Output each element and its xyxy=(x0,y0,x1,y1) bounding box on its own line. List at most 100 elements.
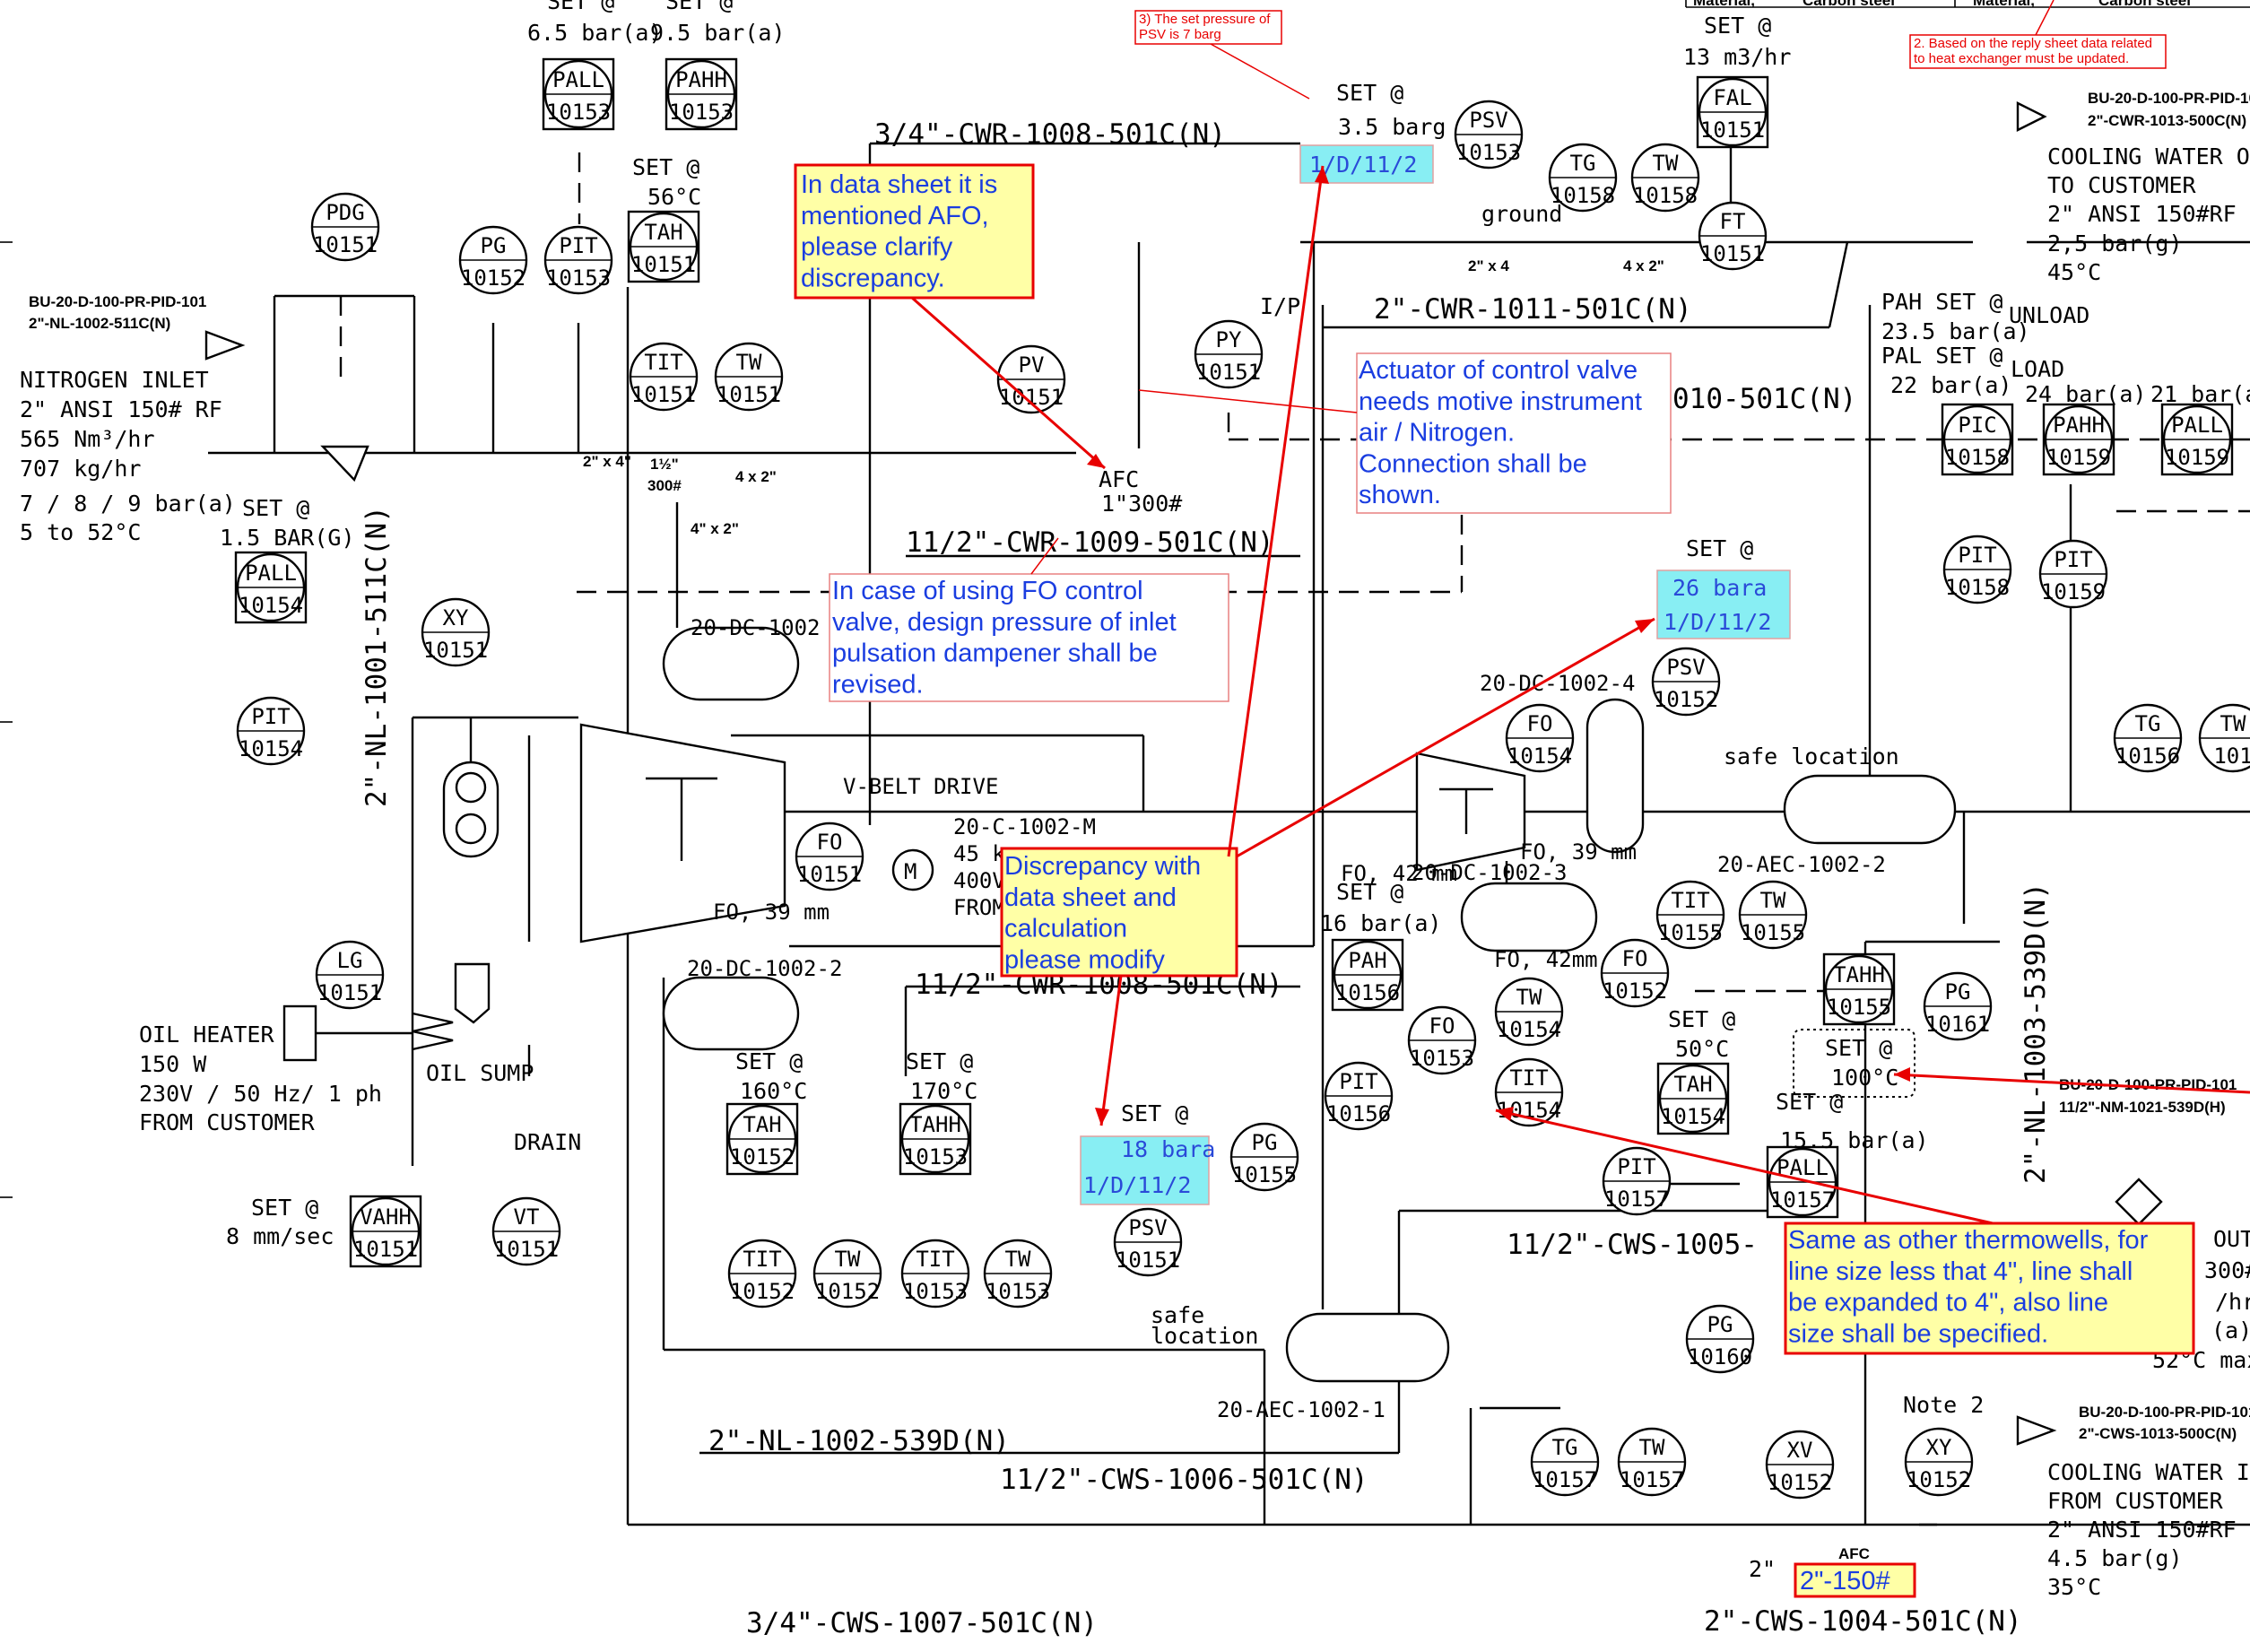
title-block-fragment: Material, Carbon steel Material, Carbon … xyxy=(1685,0,2250,9)
instrument-number: 10151 xyxy=(1116,1248,1180,1273)
instrument-code: PIT xyxy=(1339,1069,1377,1094)
instrument-number: 10153 xyxy=(1456,140,1521,165)
instrument-number: 10157 xyxy=(1604,1187,1669,1212)
review-markups: 3) The set pressure of PSV is 7 barg 2. … xyxy=(794,0,2250,1598)
heat-exchanger-1 xyxy=(1285,1312,1450,1383)
oil-pump xyxy=(442,761,500,858)
set-3-val: 56°C xyxy=(647,184,701,210)
nitrogen-line-ref: 2"-NL-1002-511C(N) xyxy=(29,315,170,332)
line-cws-1006: 11/2"-CWS-1006-501C(N) xyxy=(1000,1464,1368,1496)
instrument-code: VT xyxy=(514,1204,540,1230)
cwr-line-ref: 2"-CWR-1013-500C(N) xyxy=(2088,112,2246,129)
set-7: SET @ xyxy=(251,1195,318,1221)
instrument-code: TG xyxy=(1570,151,1596,176)
instrument-code: TW xyxy=(1516,985,1542,1010)
instrument-code: PAHH xyxy=(675,67,727,92)
instrument-number: 10153 xyxy=(903,1144,968,1169)
eq-motor-kw: 45 k xyxy=(953,841,1005,866)
instrument-number: 10158 xyxy=(1945,575,2010,600)
oil-sump-label: OIL SUMP xyxy=(426,1060,534,1086)
instrument-number: 10154 xyxy=(1497,1017,1561,1042)
set-4-val: 1.5 BAR(G) xyxy=(220,525,355,551)
instrument-number: 10151 xyxy=(494,1237,559,1262)
instrument-number: 10159 xyxy=(2046,445,2111,470)
instrument-code: PALL xyxy=(552,67,604,92)
instrument-number: 10159 xyxy=(2041,579,2106,604)
instrument-code: PAHH xyxy=(2053,413,2105,438)
instrument-number: 10153 xyxy=(1410,1046,1474,1071)
oil-heater-l3: 230V / 50 Hz/ 1 ph xyxy=(139,1081,382,1107)
line-cwr-1008: 3/4"-CWR-1008-501C(N) xyxy=(874,118,1226,151)
instrument-code: TW xyxy=(736,350,762,375)
instrument-number: 10151 xyxy=(631,382,696,407)
instrument-number: 10156 xyxy=(2115,743,2180,769)
line-cws-1005: 11/2"-CWS-1005- xyxy=(1507,1229,1758,1261)
cwout-l3: 2" ANSI 150#RF xyxy=(2047,201,2237,227)
set-5-val: 3.5 barg xyxy=(1338,114,1446,140)
instrument-code: PIT xyxy=(1958,543,1996,568)
inlet-l5: 7 / 8 / 9 bar(a) xyxy=(20,491,236,517)
eq-motor-v: 400V xyxy=(953,868,1005,893)
instrument-code: PSV xyxy=(1128,1215,1167,1240)
red-note-psv-l1: 3) The set pressure of xyxy=(1139,12,1271,27)
cws-line-ref: 2"-CWS-1013-500C(N) xyxy=(2079,1425,2237,1442)
instrument-code: PIT xyxy=(251,704,290,729)
instrument-code: PIT xyxy=(2054,547,2092,572)
instrument-code: FO xyxy=(817,830,843,855)
material-value-1: Carbon steel xyxy=(1803,0,1895,9)
instrument-code: FT xyxy=(1720,209,1746,234)
set-14-val: 15.5 bar(a) xyxy=(1780,1127,1929,1153)
material-value-2: Carbon steel xyxy=(2098,0,2191,9)
instrument-code: VAHH xyxy=(360,1204,412,1230)
instrument-number: 10153 xyxy=(986,1279,1050,1304)
nm-line-ref: 11/2"-NM-1021-539D(H) xyxy=(2059,1099,2226,1116)
line-cws-1007: 3/4"-CWS-1007-501C(N) xyxy=(746,1607,1098,1639)
instrument-vt-10151: VT 10151 xyxy=(491,1196,561,1266)
instrument-tahh-10153: TAHH 10153 xyxy=(899,1102,972,1176)
inlet-l3: 565 Nm³/hr xyxy=(20,426,155,452)
two-inch-label: 2" xyxy=(1749,1556,1776,1582)
instrument-number: 10151 xyxy=(423,638,488,663)
instrument-code: PDG xyxy=(326,200,364,225)
instrument-code: PSV xyxy=(1469,108,1507,133)
instrument-code: TAH xyxy=(644,220,682,245)
instrument-code: TW xyxy=(1653,151,1679,176)
instrument-code: TG xyxy=(2135,711,2161,736)
set-11: SET @ xyxy=(1686,535,1753,561)
psv-10152-ref: 1/D/11/2 xyxy=(1664,609,1771,635)
instrument-code: TAHH xyxy=(909,1112,961,1137)
instrument-number: 10155 xyxy=(1827,995,1891,1020)
pall-set-val: 21 bar(a) xyxy=(2150,381,2250,407)
instrument-code: TIT xyxy=(1509,1065,1548,1091)
instrument-number: 10152 xyxy=(1603,978,1667,1004)
instrument-number: 10154 xyxy=(239,593,303,618)
pulsation-dampener-2 xyxy=(662,976,800,1051)
unload-label: UNLOAD xyxy=(2009,302,2089,328)
heat-exchanger-2 xyxy=(1783,774,1957,845)
instrument-number: 10152 xyxy=(1768,1470,1832,1495)
instrument-number: 10152 xyxy=(730,1144,795,1169)
instrument-number: 10152 xyxy=(1654,687,1718,712)
instrument-number: 10159 xyxy=(2165,445,2229,470)
set-12-val: 16 bar(a) xyxy=(1320,910,1441,936)
instrument-number: 10160 xyxy=(1688,1344,1752,1369)
instrument-number: 10153 xyxy=(669,100,734,125)
eq-motor-from: FROM xyxy=(953,895,1005,920)
instrument-number: 101 xyxy=(2213,743,2250,769)
oil-heater-l1: OIL HEATER xyxy=(139,1022,274,1048)
cwout-l1: COOLING WATER OUT xyxy=(2047,143,2250,170)
